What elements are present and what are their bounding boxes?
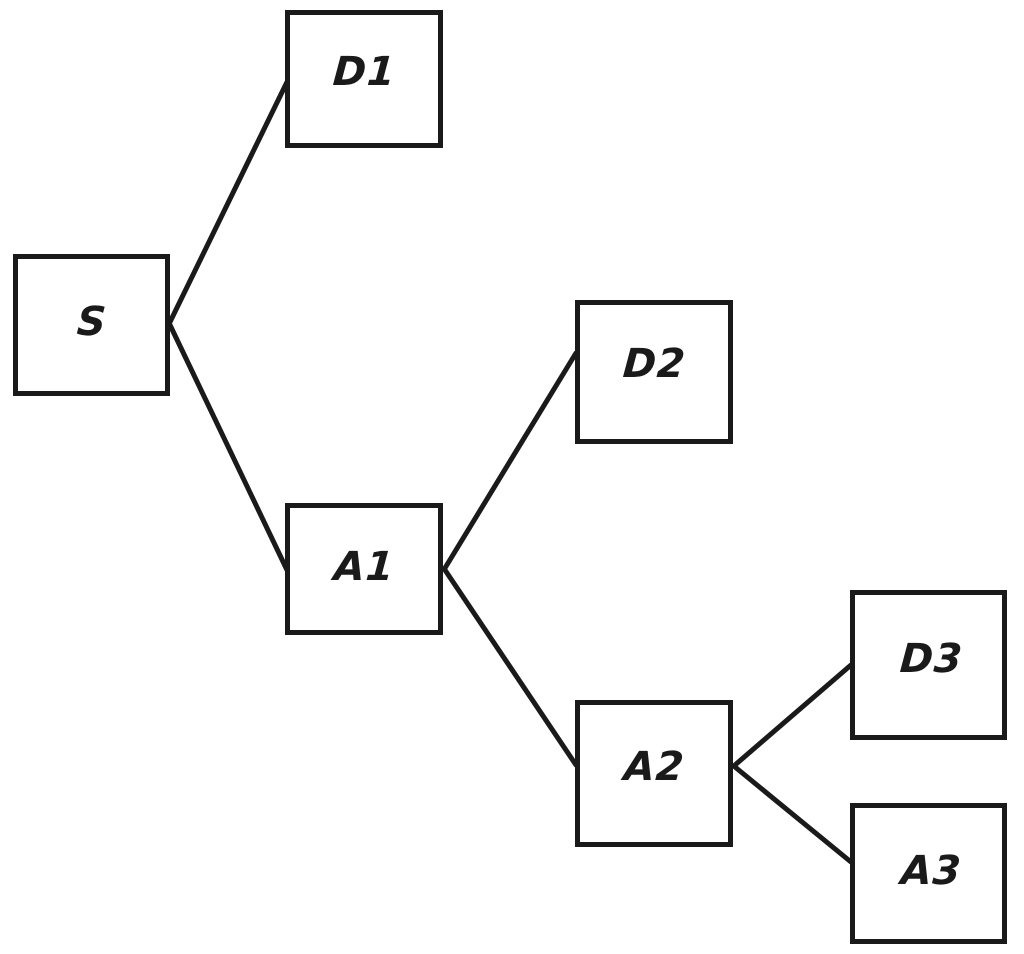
node-a1[interactable]: A1	[285, 503, 443, 635]
edge-s-to-a1[interactable]	[167, 322, 290, 573]
node-d3[interactable]: D3	[850, 590, 1007, 740]
node-d1[interactable]: D1	[285, 10, 443, 148]
node-label-s: S	[75, 299, 108, 345]
node-label-d2: D2	[621, 341, 687, 387]
edge-a1-to-d2[interactable]	[442, 350, 579, 571]
node-label-d1: D1	[331, 49, 397, 95]
node-s[interactable]: S	[13, 254, 170, 396]
node-label-a1: A1	[332, 544, 396, 590]
node-label-a2: A2	[622, 743, 686, 790]
node-a3[interactable]: A3	[850, 803, 1007, 944]
node-label-d3: D3	[898, 636, 965, 682]
node-a2[interactable]: A2	[575, 700, 733, 847]
edge-a2-to-a3[interactable]	[732, 764, 854, 865]
node-label-a3: A3	[899, 847, 964, 894]
edge-s-to-d1[interactable]	[167, 79, 290, 325]
node-d2[interactable]: D2	[575, 300, 733, 444]
edge-a2-to-d3[interactable]	[732, 662, 854, 768]
edge-a1-to-a2[interactable]	[442, 567, 579, 768]
